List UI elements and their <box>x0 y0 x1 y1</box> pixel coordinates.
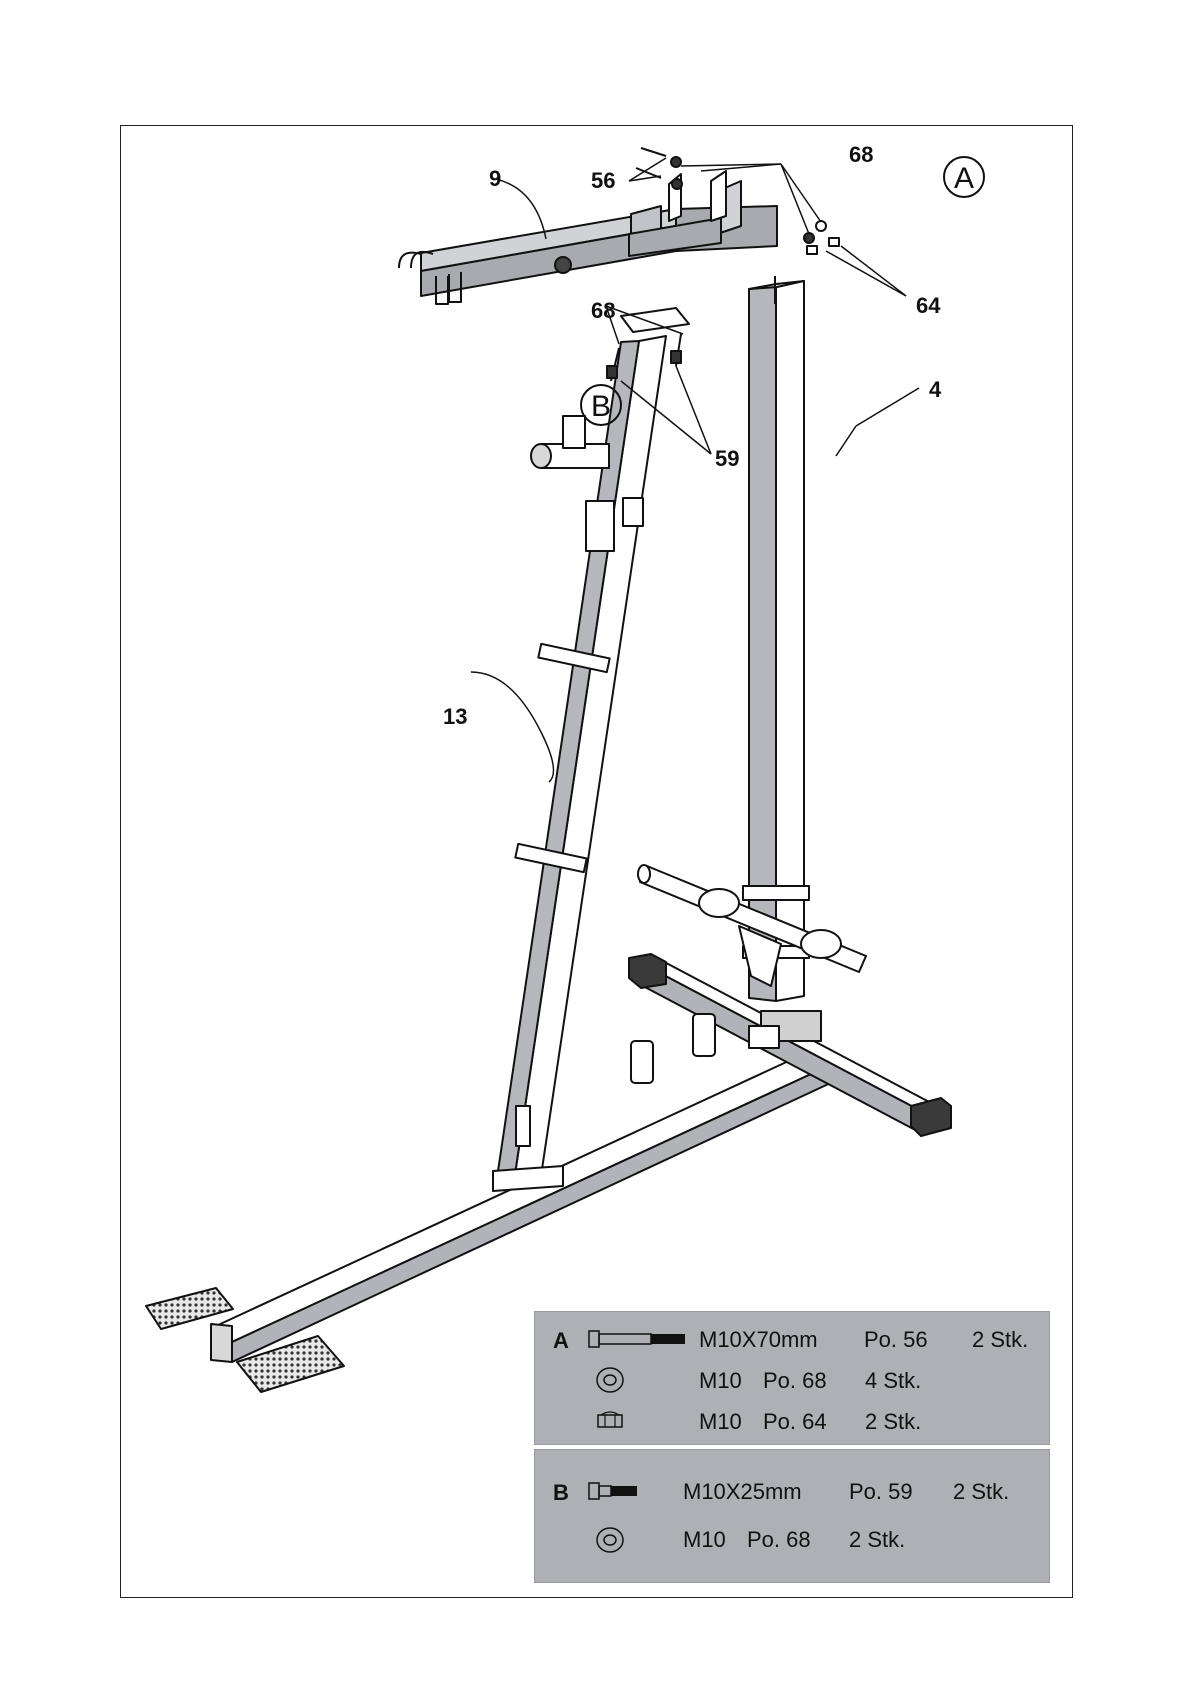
step-marker-a: A <box>944 157 984 197</box>
legend-a-row3-size: M10 <box>699 1409 742 1435</box>
legend-b-row1-qty: 2 Stk. <box>953 1479 1009 1505</box>
legend-b-row1-size: M10X25mm <box>683 1479 802 1505</box>
legend-a-row1-size: M10X70mm <box>699 1327 818 1353</box>
legend-a-letter: A <box>553 1328 569 1354</box>
washer-icon <box>595 1366 625 1394</box>
legend-b-row2-size: M10 <box>683 1527 726 1553</box>
top-beam <box>399 171 777 304</box>
callout-56: 56 <box>591 168 615 193</box>
legend-b-row1-pos: Po. 59 <box>849 1479 913 1505</box>
callout-13: 13 <box>443 704 467 729</box>
legend-a-row2-pos: Po. 68 <box>763 1368 827 1394</box>
svg-text:A: A <box>954 162 974 195</box>
legend-a-row1-qty: 2 Stk. <box>972 1327 1028 1353</box>
legend-a-row3-qty: 2 Stk. <box>865 1409 921 1435</box>
callout-64: 64 <box>916 293 941 318</box>
hardware-legend-b: B M10X25mm Po. 59 2 Stk. M10 Po. 68 2 St… <box>534 1449 1050 1583</box>
bolt-long-icon <box>587 1328 687 1350</box>
nut-icon <box>595 1410 625 1430</box>
legend-a-row2-qty: 4 Stk. <box>865 1368 921 1394</box>
callout-68-mid: 68 <box>591 298 615 323</box>
callout-68-top: 68 <box>849 142 873 167</box>
bolt-short-icon <box>587 1480 641 1502</box>
legend-a-row3-pos: Po. 64 <box>763 1409 827 1435</box>
callout-9: 9 <box>489 166 501 191</box>
washer-icon <box>595 1526 625 1554</box>
callout-59: 59 <box>715 446 739 471</box>
svg-text:B: B <box>591 390 611 423</box>
hardware-legend-a: A M10X70mm Po. 56 2 Stk. M10 Po. 68 4 St… <box>534 1311 1050 1445</box>
legend-b-row2-pos: Po. 68 <box>747 1527 811 1553</box>
callout-4: 4 <box>929 377 942 402</box>
legend-a-row2-size: M10 <box>699 1368 742 1394</box>
legend-a-row1-pos: Po. 56 <box>864 1327 928 1353</box>
legend-b-row2-qty: 2 Stk. <box>849 1527 905 1553</box>
legend-b-letter: B <box>553 1480 569 1506</box>
